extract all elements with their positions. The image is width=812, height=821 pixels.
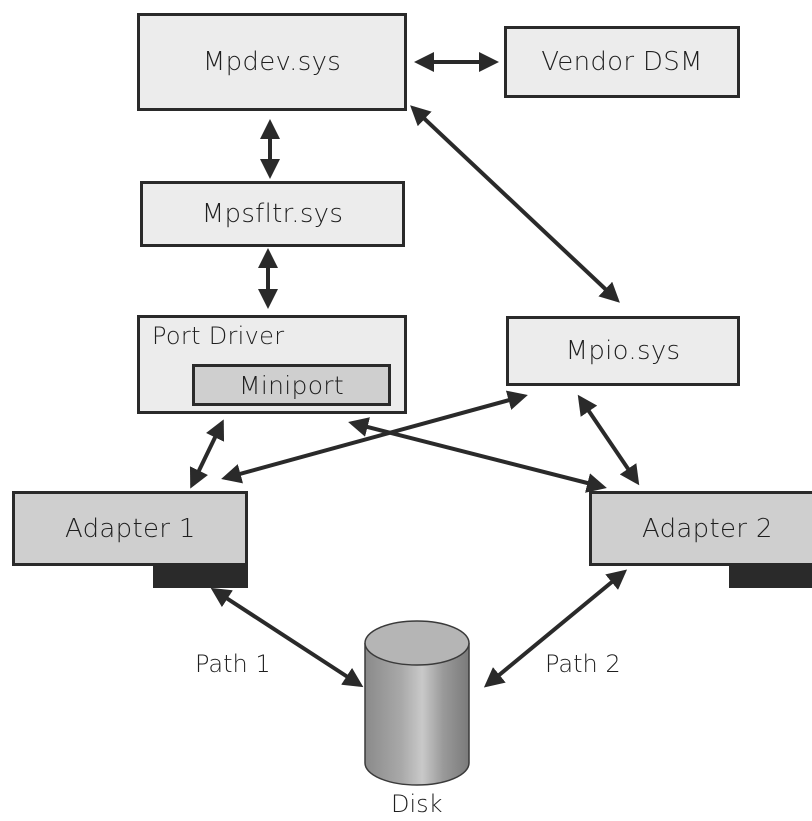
path-1-label: Path 1 [195, 650, 271, 678]
port-driver-box: Port Driver Miniport [137, 315, 407, 414]
arrow-adapter2-disk [483, 569, 628, 688]
adapter-2-port [729, 564, 812, 588]
adapter-1-port [153, 564, 248, 588]
arrow-mpio-adapter2 [577, 394, 640, 486]
adapter-2-box: Adapter 2 [589, 491, 812, 566]
disk-icon [364, 620, 470, 786]
vendor-dsm-box: Vendor DSM [504, 26, 740, 98]
arrow-port-adapter1 [189, 419, 225, 489]
arrow-port-adapter2 [348, 417, 607, 493]
disk-label: Disk [391, 790, 443, 818]
path-2-label: Path 2 [545, 650, 621, 678]
mpio-sys-box: Mpio.sys [506, 316, 740, 386]
arrow-adapter1-disk [210, 587, 364, 688]
mpdev-sys-box: Mpdev.sys [137, 13, 407, 111]
miniport-box: Miniport [192, 364, 391, 406]
adapter-1-box: Adapter 1 [12, 491, 248, 566]
port-driver-label: Port Driver [152, 322, 285, 350]
arrow-mpdev-mpio [410, 105, 620, 303]
mpsfltr-sys-box: Mpsfltr.sys [140, 181, 405, 247]
